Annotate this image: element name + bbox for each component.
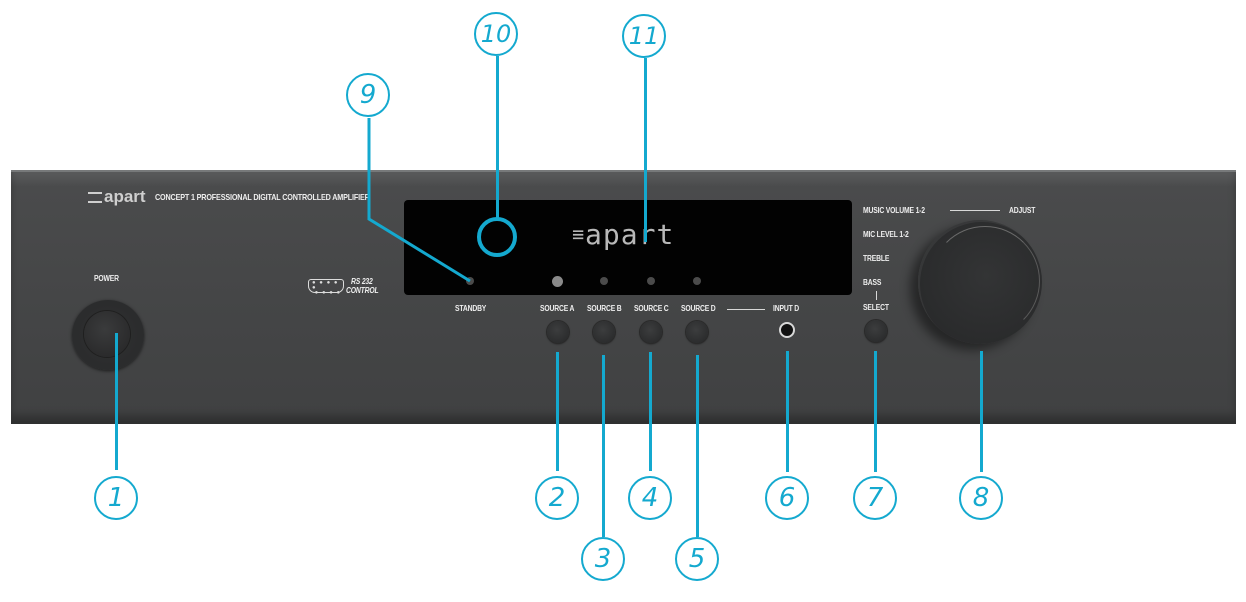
- rs232-label-line2: CONTROL: [346, 286, 379, 295]
- callout-2: 2: [535, 476, 579, 520]
- power-label: POWER: [94, 274, 119, 283]
- select-button[interactable]: [865, 320, 887, 342]
- callout-4: 4: [628, 476, 672, 520]
- select-label: SELECT: [863, 303, 889, 312]
- callout-2-line: [556, 352, 559, 471]
- treble-label: TREBLE: [863, 254, 890, 263]
- rs232-label-line1: RS 232: [351, 277, 373, 286]
- input-d-jack[interactable]: [779, 322, 795, 338]
- source-a-button[interactable]: [547, 321, 569, 343]
- standby-label: STANDBY: [455, 304, 487, 313]
- source-c-button[interactable]: [640, 321, 662, 343]
- callout-6-line: [786, 351, 789, 472]
- callout-8-line: [980, 351, 983, 472]
- adjust-link-line: [950, 210, 1000, 211]
- source-c-led: [647, 277, 655, 285]
- callout-10: 10: [474, 12, 518, 56]
- callout-6: 6: [765, 476, 809, 520]
- music-volume-label: MUSIC VOLUME 1-2: [863, 206, 925, 215]
- source-c-label: SOURCE C: [634, 304, 669, 313]
- knob-rim: [930, 226, 1040, 336]
- callout-1-line: [115, 333, 118, 470]
- source-d-input-link-line: [727, 309, 765, 310]
- source-a-label: SOURCE A: [540, 304, 575, 313]
- callout-10-line: [496, 56, 499, 218]
- model-title: CONCEPT 1 PROFESSIONAL DIGITAL CONTROLLE…: [155, 192, 370, 202]
- source-d-label: SOURCE D: [681, 304, 716, 313]
- source-a-led: [552, 276, 563, 287]
- source-d-button[interactable]: [686, 321, 708, 343]
- brand-logo: apart: [88, 187, 146, 207]
- callout-3: 3: [581, 537, 625, 581]
- callout-11-line: [644, 58, 647, 242]
- source-b-label: SOURCE B: [587, 304, 622, 313]
- callout-7: 7: [853, 476, 897, 520]
- mic-level-label: MIC LEVEL 1-2: [863, 230, 909, 239]
- callout-11: 11: [622, 14, 666, 58]
- callout-9: 9: [346, 73, 390, 117]
- display-logo: ≡apart: [572, 218, 675, 251]
- power-button-cap: [84, 311, 130, 357]
- callout-5: 5: [675, 537, 719, 581]
- callout-1: 1: [94, 476, 138, 520]
- callout-3-line: [602, 355, 605, 537]
- callout-4-line: [649, 352, 652, 471]
- adjust-knob[interactable]: [918, 220, 1042, 344]
- source-d-led: [693, 277, 701, 285]
- rs232-connector-icon: ● ● ● ● ● ● ● ● ●: [308, 279, 344, 296]
- callout-8: 8: [959, 476, 1003, 520]
- select-link-line: [876, 291, 877, 300]
- ir-receiver-highlight-ring: [477, 217, 517, 257]
- callout-5-line: [696, 355, 699, 537]
- brand-bars-icon: [88, 192, 102, 204]
- source-b-button[interactable]: [593, 321, 615, 343]
- source-b-led: [600, 277, 608, 285]
- adjust-label: ADJUST: [1009, 206, 1036, 215]
- power-button[interactable]: [72, 300, 144, 370]
- bass-label: BASS: [863, 278, 882, 287]
- callout-7-line: [874, 351, 877, 472]
- input-d-label: INPUT D: [773, 304, 800, 313]
